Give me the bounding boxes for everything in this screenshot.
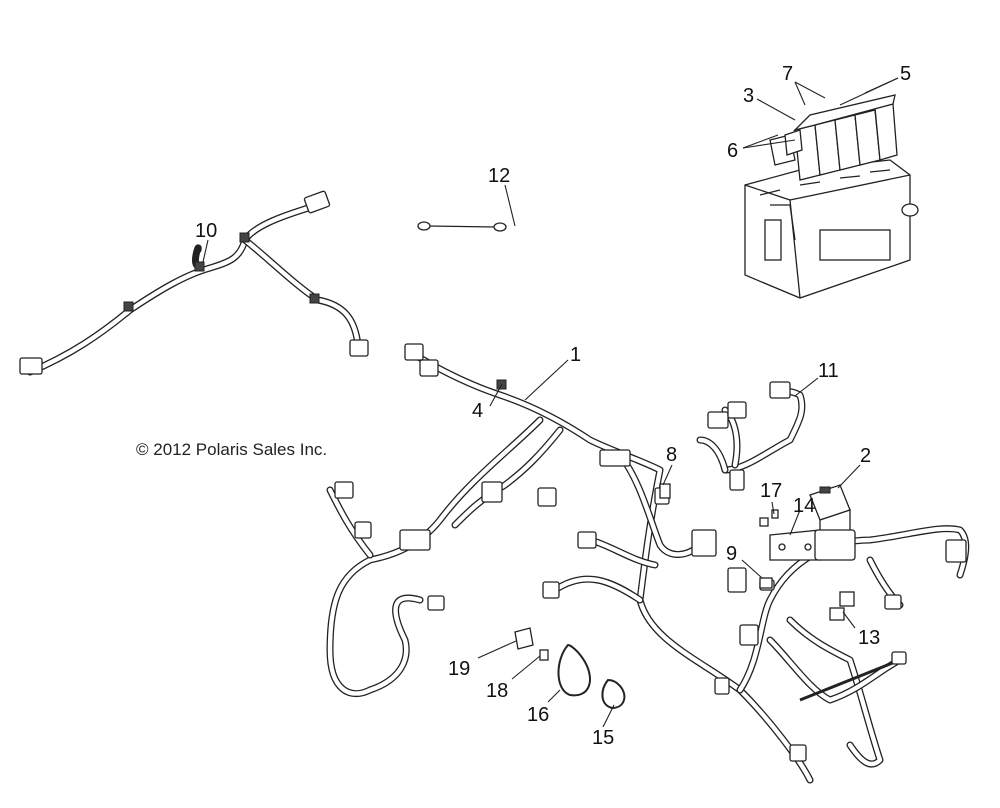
callout-1: 1 [570,344,581,366]
callout-12: 12 [488,165,510,187]
callout-11: 11 [818,360,839,382]
harness-11 [696,381,806,491]
callout-15: 15 [592,727,614,749]
strap-16 [557,643,591,697]
bracket-14 [769,529,856,561]
harness-1 [326,343,970,784]
clip-9 [759,577,773,589]
boot-19 [514,627,534,650]
clips-13 [829,591,855,621]
copyright-notice: © 2012 Polaris Sales Inc. [136,440,328,459]
callout-4: 4 [472,400,483,422]
callout-labels: 1 2 3 4 5 6 7 8 9 10 11 12 13 14 15 16 1… [195,63,911,749]
callout-16: 16 [527,704,549,726]
callout-17: 17 [760,480,782,502]
callout-6: 6 [727,140,738,162]
callout-7: 7 [782,63,793,85]
callout-10: 10 [195,220,217,242]
callout-19: 19 [448,658,470,680]
callout-2: 2 [860,445,871,467]
callout-3: 3 [743,85,754,107]
fuse-relay-box [744,94,919,299]
callout-13: 13 [858,627,880,649]
plug-18 [539,649,549,661]
harness-10 [19,190,369,376]
callout-9: 9 [726,543,737,565]
callout-18: 18 [486,680,508,702]
callout-5: 5 [900,63,911,85]
callout-8: 8 [666,444,677,466]
callout-14: 14 [793,495,815,517]
strap-15 [601,678,626,710]
clip-8 [659,483,671,499]
screw-17 [759,509,779,527]
leader-lines [202,77,899,728]
cable-12 [417,221,507,232]
